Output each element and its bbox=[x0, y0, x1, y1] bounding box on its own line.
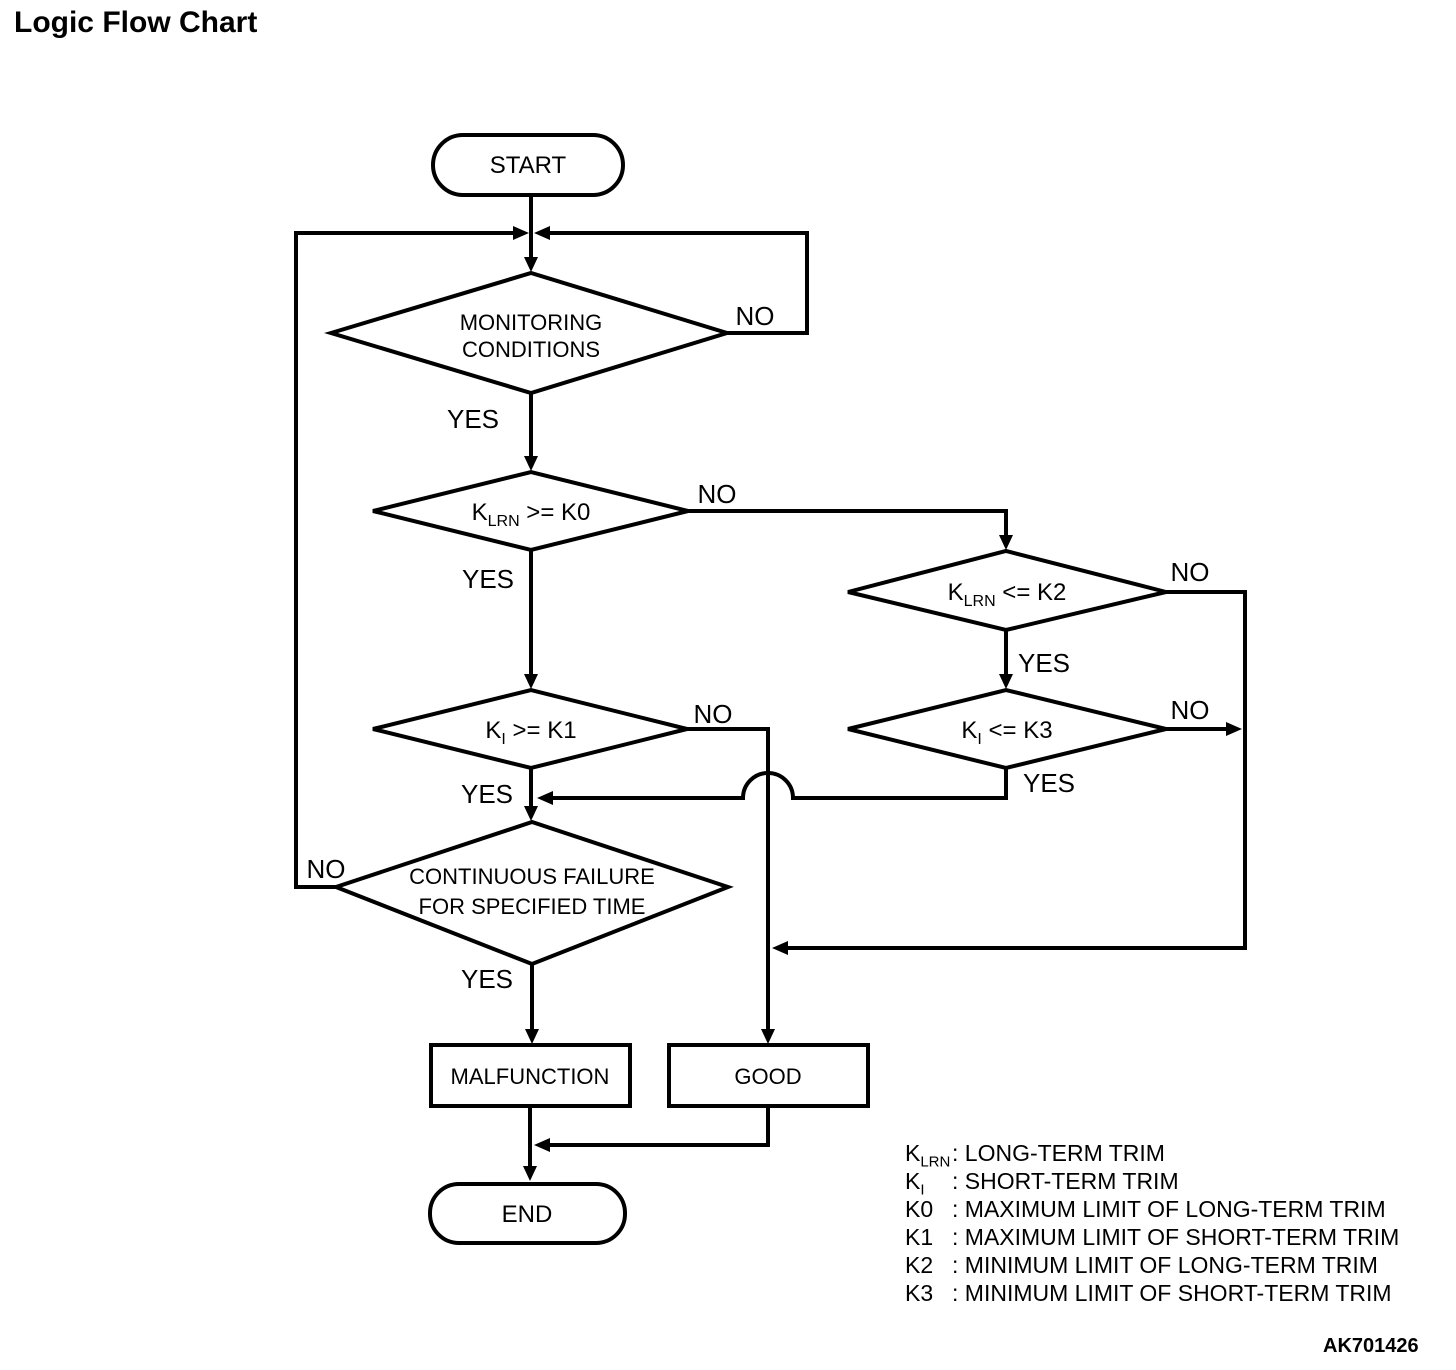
continuous-label-line2: FOR SPECIFIED TIME bbox=[419, 894, 646, 919]
continuous-label-line1: CONTINUOUS FAILURE bbox=[409, 864, 655, 889]
page-title: Logic Flow Chart bbox=[14, 6, 258, 39]
edge-monitoring-no-loop bbox=[534, 226, 809, 335]
ki-le-k3-label: KI <= K3 bbox=[961, 717, 1052, 748]
legend-item-k3: K3: MINIMUM LIMIT OF SHORT-TERM TRIM bbox=[905, 1280, 1392, 1306]
node-ki-le-k3: KI <= K3 bbox=[847, 687, 1167, 771]
node-ki-ge-k1: KI >= K1 bbox=[372, 687, 688, 771]
node-good: GOOD bbox=[667, 1043, 870, 1108]
legend: KLRN: LONG-TERM TRIM KI: SHORT-TERM TRIM… bbox=[905, 1139, 1399, 1307]
node-start: START bbox=[431, 133, 625, 197]
malfunction-label: MALFUNCTION bbox=[451, 1064, 610, 1089]
klrn-ge-k0-label: KLRN >= K0 bbox=[472, 499, 591, 530]
start-label: START bbox=[490, 152, 567, 179]
edge-malfunction-to-end bbox=[523, 1106, 537, 1181]
edge-ki-k3-yes-return bbox=[537, 768, 1008, 805]
edge-label-klrn-k0-no: NO bbox=[698, 479, 737, 509]
edge-monitoring-yes bbox=[524, 393, 538, 471]
edge-label-klrn-k0-yes: YES bbox=[462, 564, 514, 594]
legend-desc: : MAXIMUM LIMIT OF LONG-TERM TRIM bbox=[952, 1196, 1386, 1222]
edge-label-klrn-k2-no: NO bbox=[1171, 557, 1210, 587]
edge-label-monitoring-yes: YES bbox=[447, 404, 499, 434]
edge-label-ki-k3-yes: YES bbox=[1023, 768, 1075, 798]
good-label: GOOD bbox=[734, 1064, 801, 1089]
edge-ki-k1-no bbox=[687, 727, 775, 1044]
monitoring-label-line2: CONDITIONS bbox=[462, 337, 600, 362]
edge-good-return bbox=[534, 1106, 770, 1152]
legend-desc: : SHORT-TERM TRIM bbox=[952, 1168, 1179, 1194]
edge-klrn-k0-yes bbox=[524, 550, 538, 689]
edge-label-ki-k1-no: NO bbox=[694, 699, 733, 729]
edge-ki-k1-yes bbox=[524, 768, 538, 821]
edge-klrn-k2-yes bbox=[999, 630, 1013, 689]
node-end: END bbox=[428, 1182, 627, 1245]
edge-klrn-k0-no bbox=[688, 509, 1013, 550]
legend-desc: : MAXIMUM LIMIT OF SHORT-TERM TRIM bbox=[952, 1224, 1400, 1250]
legend-item-k2: K2: MINIMUM LIMIT OF LONG-TERM TRIM bbox=[905, 1252, 1378, 1278]
legend-item-k0: K0: MAXIMUM LIMIT OF LONG-TERM TRIM bbox=[905, 1196, 1386, 1222]
legend-desc: : MINIMUM LIMIT OF LONG-TERM TRIM bbox=[952, 1252, 1378, 1278]
edge-continuous-no-loop bbox=[294, 226, 529, 889]
node-continuous-failure: CONTINUOUS FAILURE FOR SPECIFIED TIME bbox=[330, 819, 734, 967]
end-label: END bbox=[502, 1201, 553, 1228]
ki-ge-k1-label: KI >= K1 bbox=[485, 717, 576, 748]
legend-desc: : MINIMUM LIMIT OF SHORT-TERM TRIM bbox=[952, 1280, 1392, 1306]
legend-desc: : LONG-TERM TRIM bbox=[952, 1140, 1165, 1166]
klrn-le-k2-label: KLRN <= K2 bbox=[948, 579, 1067, 610]
edge-start-to-monitoring bbox=[524, 195, 538, 272]
node-klrn-ge-k0: KLRN >= K0 bbox=[372, 469, 689, 553]
node-klrn-le-k2: KLRN <= K2 bbox=[847, 548, 1167, 633]
figure-code: AK701426 bbox=[1323, 1335, 1419, 1357]
edge-continuous-yes bbox=[525, 964, 539, 1044]
edge-label-continuous-yes: YES bbox=[461, 964, 513, 994]
node-monitoring-conditions: MONITORING CONDITIONS bbox=[324, 270, 734, 396]
edge-label-ki-k1-yes: YES bbox=[461, 779, 513, 809]
legend-item-ki: KI: SHORT-TERM TRIM bbox=[905, 1168, 1179, 1199]
monitoring-label-line1: MONITORING bbox=[460, 310, 603, 335]
edge-label-monitoring-no: NO bbox=[736, 301, 775, 331]
edge-klrn-k2-no bbox=[772, 590, 1247, 955]
edge-label-continuous-no: NO bbox=[307, 854, 346, 884]
edge-label-ki-k3-no: NO bbox=[1171, 695, 1210, 725]
node-malfunction: MALFUNCTION bbox=[429, 1043, 632, 1108]
legend-item-k1: K1: MAXIMUM LIMIT OF SHORT-TERM TRIM bbox=[905, 1224, 1400, 1250]
edge-ki-k3-no bbox=[1166, 722, 1242, 736]
edge-label-klrn-k2-yes: YES bbox=[1018, 648, 1070, 678]
legend-item-klrn: KLRN: LONG-TERM TRIM bbox=[905, 1140, 1165, 1171]
